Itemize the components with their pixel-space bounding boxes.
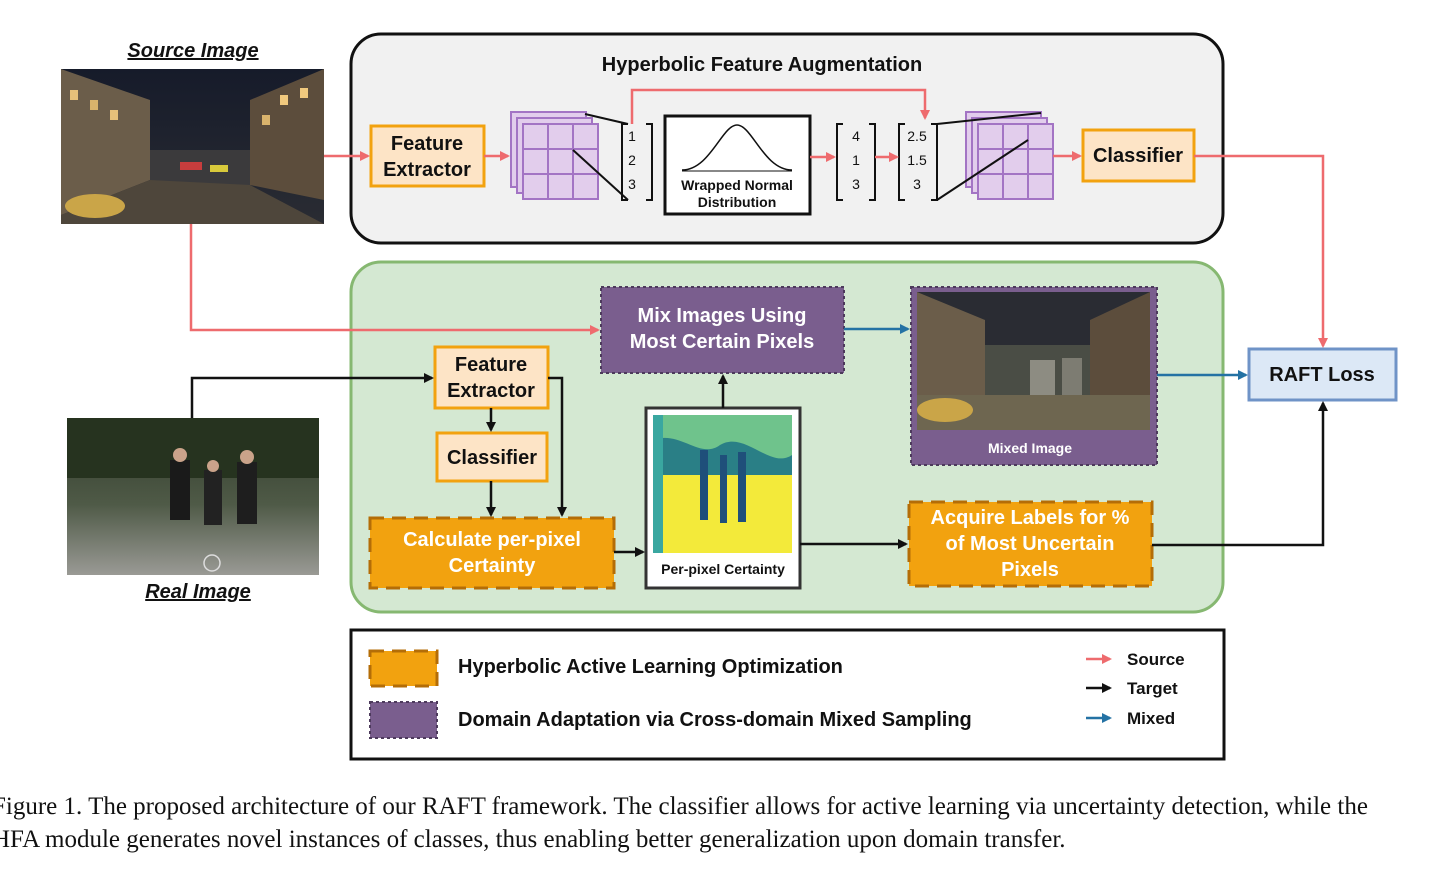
- real-image-group: Real Image: [67, 418, 319, 603]
- svg-text:2.5: 2.5: [907, 128, 927, 144]
- figure-caption-line-1: Figure 1. The proposed architecture of o…: [0, 793, 1368, 820]
- svg-text:RAFT Loss: RAFT Loss: [1269, 364, 1375, 386]
- target-arrows: [190, 373, 1328, 557]
- mixed-arrows: [844, 324, 1248, 380]
- svg-text:Extractor: Extractor: [447, 380, 535, 402]
- svg-text:Classifier: Classifier: [447, 447, 537, 469]
- per-pixel-certainty-map: Per-pixel Certainty: [644, 406, 802, 590]
- svg-text:1: 1: [628, 128, 636, 144]
- legend-item-da: Domain Adaptation via Cross-domain Mixed…: [369, 701, 972, 739]
- svg-text:Classifier: Classifier: [1093, 145, 1183, 167]
- mixed-image-caption: Mixed Image: [988, 440, 1072, 456]
- vector-a: 1 2 3: [621, 123, 653, 201]
- svg-text:Calculate per-pixel: Calculate per-pixel: [403, 529, 581, 551]
- mixed-image: Mixed Image: [910, 286, 1158, 466]
- svg-text:Domain Adaptation via Cross-do: Domain Adaptation via Cross-domain Mixed…: [458, 709, 972, 731]
- svg-text:Feature: Feature: [391, 133, 463, 155]
- wrapped-normal-distribution: Wrapped Normal Distribution: [663, 114, 812, 216]
- svg-text:1.5: 1.5: [907, 152, 927, 168]
- legend-item-hal: Hyperbolic Active Learning Optimization: [368, 649, 843, 688]
- svg-text:of Most Uncertain: of Most Uncertain: [946, 533, 1115, 555]
- svg-text:Feature: Feature: [455, 354, 527, 376]
- svg-text:2: 2: [628, 152, 636, 168]
- hfa-classifier: Classifier: [1081, 128, 1196, 183]
- source-image: [61, 69, 324, 224]
- svg-text:Extractor: Extractor: [383, 159, 471, 181]
- figure-caption-line-2: HFA module generates novel instances of …: [0, 826, 1066, 853]
- real-image-title: Real Image: [145, 581, 251, 603]
- legend-item-source: Source: [1086, 650, 1185, 669]
- svg-text:Most Certain Pixels: Most Certain Pixels: [630, 331, 815, 353]
- svg-text:3: 3: [852, 176, 860, 192]
- raft-loss-box: RAFT Loss: [1247, 347, 1398, 402]
- svg-text:Source: Source: [1127, 650, 1185, 669]
- vector-c: 2.5 1.5 3: [898, 123, 938, 201]
- svg-text:1: 1: [852, 152, 860, 168]
- svg-text:Acquire Labels for %: Acquire Labels for %: [931, 507, 1130, 529]
- svg-text:3: 3: [913, 176, 921, 192]
- svg-text:Mix Images Using: Mix Images Using: [638, 305, 807, 327]
- svg-text:4: 4: [852, 128, 860, 144]
- acquire-labels-box: Acquire Labels for % of Most Uncertain P…: [907, 500, 1154, 588]
- hfa-arrows: [484, 88, 1082, 162]
- svg-text:Certainty: Certainty: [449, 555, 537, 577]
- svg-text:Target: Target: [1127, 679, 1178, 698]
- per-pixel-certainty-caption: Per-pixel Certainty: [661, 561, 785, 577]
- legend: Hyperbolic Active Learning Optimization …: [349, 628, 1226, 761]
- svg-text:Wrapped Normal: Wrapped Normal: [681, 177, 793, 193]
- feature-map-stack-left: [510, 111, 629, 201]
- legend-item-target: Target: [1086, 679, 1178, 698]
- svg-text:3: 3: [628, 176, 636, 192]
- source-image-title: Source Image: [127, 40, 258, 62]
- legend-item-mixed: Mixed: [1086, 709, 1175, 728]
- al-classifier: Classifier: [435, 431, 549, 483]
- al-feature-extractor: Feature Extractor: [433, 345, 550, 410]
- svg-text:Distribution: Distribution: [698, 194, 777, 210]
- mix-images-box: Mix Images Using Most Certain Pixels: [600, 286, 845, 374]
- source-arrows: [189, 151, 1328, 348]
- hfa-title: Hyperbolic Feature Augmentation: [602, 54, 922, 76]
- hfa-panel: Hyperbolic Feature Augmentation Feature …: [349, 32, 1225, 245]
- svg-text:Hyperbolic Active Learning Opt: Hyperbolic Active Learning Optimization: [458, 656, 843, 678]
- calculate-certainty-box: Calculate per-pixel Certainty: [368, 516, 616, 590]
- active-learning-panel: Mix Images Using Most Certain Pixels Fea…: [349, 260, 1225, 614]
- source-image-group: Source Image: [61, 40, 324, 224]
- vector-b: 4 1 3: [836, 123, 876, 201]
- hfa-feature-extractor: Feature Extractor: [369, 124, 486, 188]
- feature-map-stack-right: [936, 111, 1054, 201]
- svg-text:Mixed: Mixed: [1127, 709, 1175, 728]
- real-image: [67, 418, 319, 575]
- svg-text:Pixels: Pixels: [1001, 559, 1059, 581]
